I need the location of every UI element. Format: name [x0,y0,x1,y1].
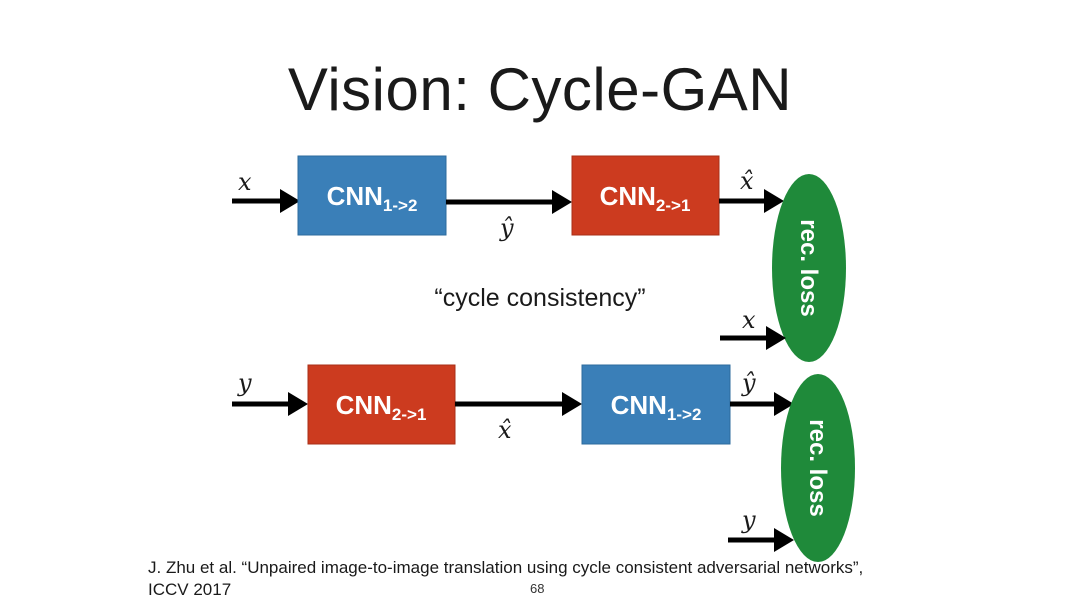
top-input-var: x [238,168,252,196]
bottom-box1-label: CNN2->1 [336,390,427,424]
top-box-cnn-2-to-1 [571,155,720,236]
top-output-arrowhead [764,189,784,213]
top-box2-label: CNN2->1 [600,181,691,215]
top-rec-loss-label: rec. loss [795,219,822,316]
top-rec-loss-ellipse [772,174,846,362]
bottom-input-arrowhead [288,392,308,416]
top-loss-input-arrowhead [766,326,786,350]
bottom-output-var: ŷ [741,369,756,397]
bottom-loss-input-arrowhead [774,528,794,552]
bottom-box2-label: CNN1->2 [611,390,702,424]
top-loss-input-var: x [742,306,756,334]
top-box-cnn-1-to-2 [297,155,447,236]
bottom-box-cnn-2-to-1 [307,364,456,445]
slide-title: Vision: Cycle-GAN [287,56,793,123]
reference-line-2: ICCV 2017 [148,580,232,599]
reference-citation: J. Zhu et al. “Unpaired image-to-image t… [148,557,948,601]
top-mid-arrowhead [552,190,572,214]
cycle-consistency-caption: “cycle consistency” [434,284,646,312]
bottom-loss-input-var: y [741,506,756,534]
bottom-mid-arrowhead [562,392,582,416]
bottom-rec-loss-label: rec. loss [804,419,831,516]
bottom-input-var: y [237,369,252,397]
bottom-mid-var: x̂ [498,416,512,444]
top-mid-var: ŷ [499,214,514,242]
bottom-rec-loss-ellipse [781,374,855,562]
bottom-output-arrowhead [774,392,794,416]
top-output-var: x̂ [740,167,754,195]
page-number: 68 [530,581,545,596]
top-box1-label: CNN1->2 [327,181,418,215]
reference-line-1: J. Zhu et al. “Unpaired image-to-image t… [148,558,864,577]
top-input-arrowhead [280,189,300,213]
